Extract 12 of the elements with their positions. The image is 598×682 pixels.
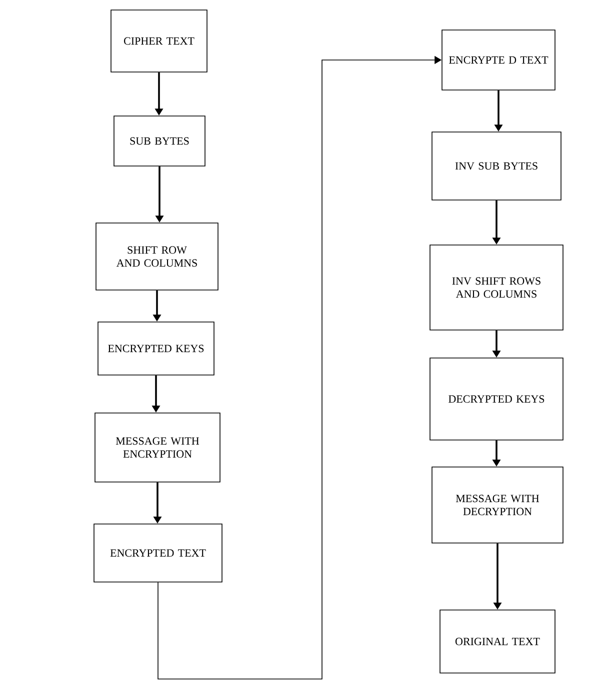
process-box: INV SUB BYTES: [432, 132, 562, 200]
process-box: DECRYPTED KEYS: [430, 358, 564, 440]
process-box: ENCRYPTED TEXT: [94, 524, 222, 582]
process-box: CIPHER TEXT: [110, 10, 208, 72]
process-box: ORIGINAL TEXT: [440, 610, 556, 674]
process-box: MESSAGE WITH DECRYPTION: [432, 466, 564, 544]
process-box: SHIFT ROW AND COLUMNS: [96, 222, 218, 290]
process-box: ENCRYPTE D TEXT: [442, 30, 556, 90]
process-box: ENCRYPTED KEYS: [98, 322, 214, 376]
process-box: SUB BYTES: [114, 116, 206, 166]
process-box: MESSAGE WITH ENCRYPTION: [94, 412, 220, 482]
process-box: INV SHIFT ROWS AND COLUMNS: [430, 244, 564, 330]
